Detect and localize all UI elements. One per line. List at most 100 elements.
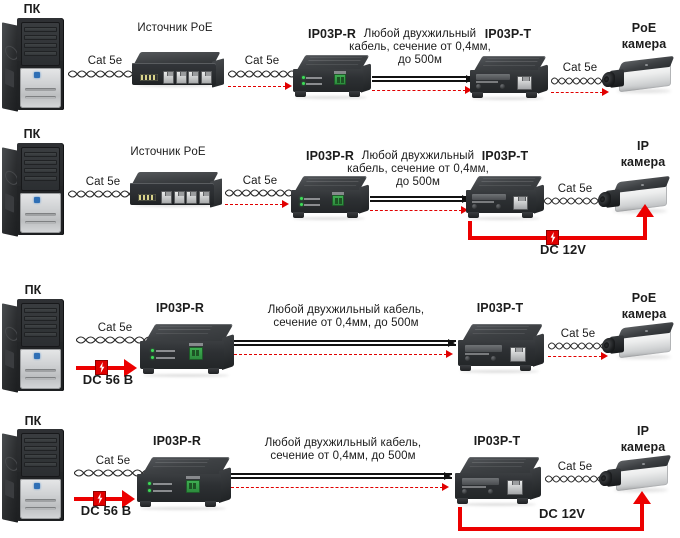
device-shadow — [468, 217, 540, 220]
power-line-segment — [458, 527, 644, 531]
two-wire-cable-text: Любой двухжильный кабель, сечение от 0,4… — [264, 437, 422, 462]
two-wire-arrow-icon — [448, 339, 455, 347]
switch-led-bar — [140, 74, 158, 81]
device-foot — [457, 498, 468, 504]
device-rj45-port — [510, 347, 526, 362]
two-wire-arrow-icon — [462, 195, 469, 203]
device-power-terminal-block — [189, 347, 203, 360]
camera-label-line1: PoE — [631, 21, 657, 35]
camera-label-line2: камера — [620, 155, 666, 169]
power-line-segment — [640, 503, 644, 529]
device-led-label — [304, 198, 320, 200]
data-flow-arrow-icon — [601, 352, 608, 360]
device-status-led — [151, 349, 154, 352]
pc-side-panel — [2, 303, 18, 393]
device-shadow — [457, 503, 536, 506]
camera-label-line1: PoE — [631, 291, 657, 305]
device-foot — [520, 365, 531, 371]
poe-injector-switch — [132, 52, 224, 92]
twisted-pair-cable-icon — [68, 188, 138, 200]
camera-indicator — [645, 64, 648, 66]
pc-label: ПК — [24, 283, 42, 297]
device-button — [462, 489, 467, 494]
pc-optical-slot — [25, 96, 56, 99]
pc-tower — [2, 18, 64, 112]
poe-box-camera — [601, 321, 675, 364]
power-line-segment — [458, 507, 462, 530]
power-line-segment — [468, 221, 472, 239]
scheme-row-1: ПК Cat 5e Источник PoE — [0, 0, 680, 128]
cat5e-label: Cat 5e — [560, 328, 596, 340]
twisted-pair-cable-icon — [225, 187, 293, 199]
device-front-panel — [140, 341, 224, 369]
device-foot — [472, 92, 483, 98]
pc-vent-grille — [5, 348, 14, 369]
switch-rj45-ports — [163, 71, 213, 85]
device-led-label — [306, 77, 322, 79]
pc-drive-bay — [24, 152, 57, 157]
pc-label: ПК — [24, 414, 42, 428]
device-foot — [295, 91, 306, 97]
receiver-label: IP03P-R — [308, 27, 356, 41]
device-led-label — [156, 350, 175, 352]
data-flow-arrow-icon — [282, 200, 289, 208]
pc-side-panel — [2, 147, 18, 237]
camera-indicator — [642, 463, 645, 465]
poe-injector-switch — [130, 172, 222, 212]
device-button — [476, 84, 481, 89]
device-foot — [526, 92, 537, 98]
scheme-row-4: ПК Cat 5e DC 56 В IP03P-R — [0, 411, 680, 538]
device-status-led — [148, 482, 151, 485]
device-terminal-label — [186, 476, 200, 479]
two-wire-cable-label: Любой двухжильный кабель, сечение от 0,4… — [345, 28, 495, 67]
device-shadow — [472, 97, 544, 100]
transmitter-label: IP03P-T — [481, 149, 529, 163]
two-wire-cable-label: Любой двухжильный кабель, сечение от 0,4… — [246, 304, 446, 330]
dc56v-label: DC 56 В — [82, 372, 134, 387]
two-wire-cable-line — [234, 340, 456, 346]
pc-power-led — [34, 483, 40, 489]
pc-vent-grille — [5, 192, 14, 213]
two-wire-cable-text: Любой двухжильный кабель, сечение от 0,4… — [349, 28, 491, 66]
device-button — [491, 356, 496, 361]
twisted-pair-cable-icon — [68, 68, 142, 80]
transmitter-label: IP03P-T — [473, 434, 521, 448]
pc-drive-bay — [24, 43, 57, 48]
data-flow-line — [548, 356, 602, 357]
pc-drive-bay — [24, 168, 57, 173]
pc-optical-slot — [25, 213, 56, 216]
pc-drive-bay — [24, 324, 57, 329]
dc12v-label: DC 12V — [538, 506, 586, 521]
device-link-led — [151, 356, 154, 359]
switch-shadow — [134, 204, 214, 207]
camera-indicator — [641, 184, 644, 186]
device-terminal-label — [332, 192, 344, 195]
pc-power-led — [34, 353, 40, 359]
data-flow-line — [372, 90, 466, 91]
device-print-line — [465, 353, 489, 355]
device-button — [472, 204, 477, 209]
data-flow-line — [370, 210, 462, 211]
data-flow-arrow-icon — [465, 86, 472, 94]
pc-drive-bay — [24, 160, 57, 165]
device-label-strip — [462, 478, 499, 485]
cat5e-label: Cat 5e — [244, 55, 280, 67]
device-foot — [293, 212, 304, 218]
device-front-panel — [293, 69, 363, 92]
data-flow-line — [551, 92, 603, 93]
device-status-led — [300, 197, 303, 200]
cat5e-label: Cat 5e — [97, 322, 133, 334]
ip-box-camera — [598, 454, 672, 497]
receiver-label: IP03P-R — [306, 149, 354, 163]
pc-drive-bay — [24, 308, 57, 313]
scheme-row-3: ПК Cat 5e DC 56 В IP03P-R — [0, 284, 680, 411]
device-status-led — [302, 76, 305, 79]
two-wire-cable-line — [231, 473, 452, 479]
device-button — [488, 489, 493, 494]
device-ip03p-r — [291, 176, 369, 222]
device-led-label — [153, 483, 172, 485]
pc-side-panel — [2, 433, 18, 523]
pc-optical-slot — [25, 369, 56, 372]
data-flow-line — [225, 204, 283, 205]
